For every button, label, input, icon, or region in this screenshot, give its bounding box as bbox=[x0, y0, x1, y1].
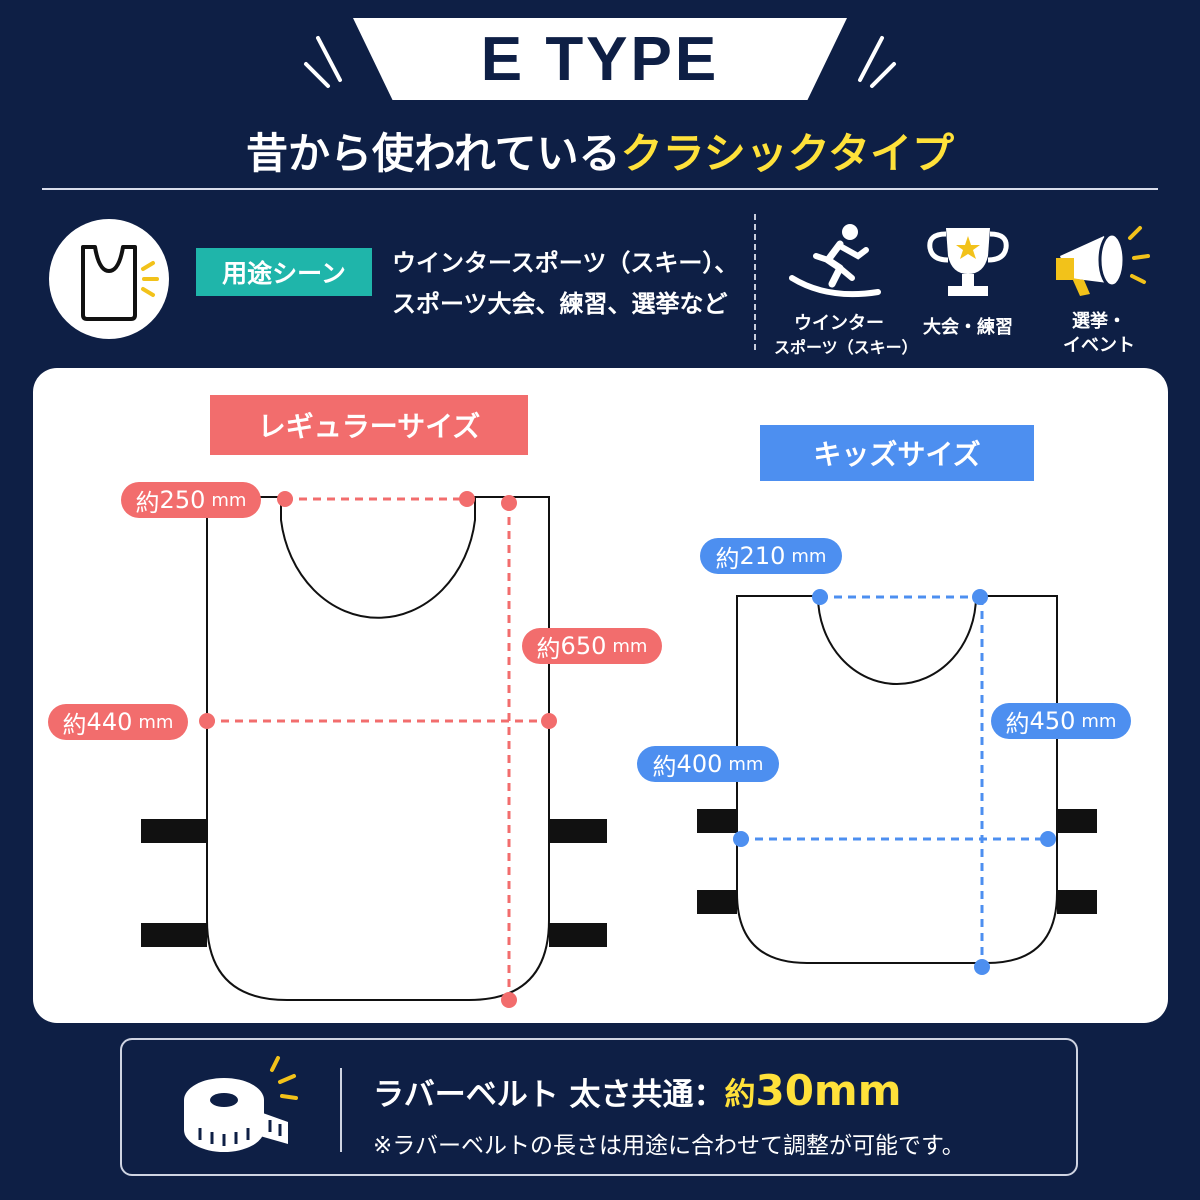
kids-size-label: キッズサイズ bbox=[760, 425, 1034, 481]
title-banner: E TYPE bbox=[353, 18, 847, 100]
scene-label-election-line2: イベント bbox=[1063, 335, 1135, 356]
regular-length-unit: mm bbox=[612, 635, 648, 657]
regular-top-value: 250 bbox=[159, 486, 206, 514]
scene-label-election-line1: 選挙・ bbox=[1072, 311, 1126, 332]
kids-top-value: 210 bbox=[739, 542, 786, 570]
accent-lines-left-icon bbox=[304, 36, 342, 88]
kids-length-unit: mm bbox=[1081, 710, 1117, 732]
kids-length-value: 450 bbox=[1029, 707, 1076, 735]
belt-value-prefix: 約 bbox=[724, 1077, 756, 1113]
belt-value: 30mm bbox=[755, 1066, 902, 1115]
kids-length-prefix: 約 bbox=[1005, 709, 1030, 738]
megaphone-icon bbox=[1056, 226, 1150, 296]
subtitle: 昔から使われているクラシックタイプ bbox=[0, 120, 1200, 181]
scene-label-winter: ウインター スポーツ（スキー） bbox=[774, 312, 918, 360]
belt-info-box bbox=[120, 1038, 1078, 1176]
scene-label-election: 選挙・ イベント bbox=[1034, 310, 1164, 358]
scene-label-tournament: 大会・練習 bbox=[904, 316, 1032, 340]
scene-label-tournament-line1: 大会・練習 bbox=[923, 317, 1013, 338]
regular-size-label: レギュラーサイズ bbox=[210, 395, 528, 455]
belt-separator bbox=[340, 1068, 342, 1152]
belt-title: ラバーベルト 太さ共通：約30mm bbox=[373, 1066, 901, 1115]
subtitle-main: 昔から使われている bbox=[245, 129, 621, 178]
regular-top-prefix: 約 bbox=[135, 488, 160, 517]
regular-width-unit: mm bbox=[138, 711, 174, 733]
regular-top-unit: mm bbox=[211, 489, 247, 511]
kids-top-unit: mm bbox=[791, 545, 827, 567]
header-divider bbox=[42, 188, 1158, 190]
usage-divider bbox=[754, 214, 756, 350]
kids-top-prefix: 約 bbox=[715, 544, 740, 573]
tape-measure-icon bbox=[184, 1056, 298, 1152]
kids-width-value: 400 bbox=[676, 750, 723, 778]
usage-desc-line1: ウインタースポーツ（スキー）、 bbox=[392, 249, 739, 277]
vest-badge bbox=[49, 219, 169, 339]
usage-desc-line2: スポーツ大会、練習、選挙など bbox=[392, 290, 728, 318]
belt-note: ※ラバーベルトの長さは用途に合わせて調整が可能です。 bbox=[373, 1133, 965, 1159]
usage-description: ウインタースポーツ（スキー）、 スポーツ大会、練習、選挙など bbox=[392, 243, 752, 325]
snowboard-icon bbox=[789, 224, 881, 298]
regular-vest-shape bbox=[141, 496, 607, 1001]
trophy-icon bbox=[927, 228, 1009, 296]
scene-label-winter-line1: ウインター bbox=[794, 313, 884, 334]
kids-vest-shape bbox=[697, 595, 1097, 964]
regular-width-prefix: 約 bbox=[62, 710, 87, 739]
vest-icon bbox=[81, 245, 159, 321]
kids-width-unit: mm bbox=[728, 753, 764, 775]
accent-lines-right-icon bbox=[858, 36, 896, 88]
regular-length-prefix: 約 bbox=[536, 634, 561, 663]
scene-label-winter-line2: スポーツ（スキー） bbox=[774, 338, 918, 357]
subtitle-highlight: クラシックタイプ bbox=[620, 129, 955, 178]
belt-title-text: ラバーベルト 太さ共通： bbox=[373, 1077, 725, 1113]
regular-width-value: 440 bbox=[86, 708, 133, 736]
page-title: E TYPE bbox=[480, 24, 720, 94]
kids-width-prefix: 約 bbox=[652, 752, 677, 781]
regular-dimension-lines bbox=[199, 491, 557, 1008]
regular-length-value: 650 bbox=[560, 632, 607, 660]
usage-label: 用途シーン bbox=[196, 248, 372, 296]
kids-dimension-lines bbox=[733, 589, 1056, 975]
